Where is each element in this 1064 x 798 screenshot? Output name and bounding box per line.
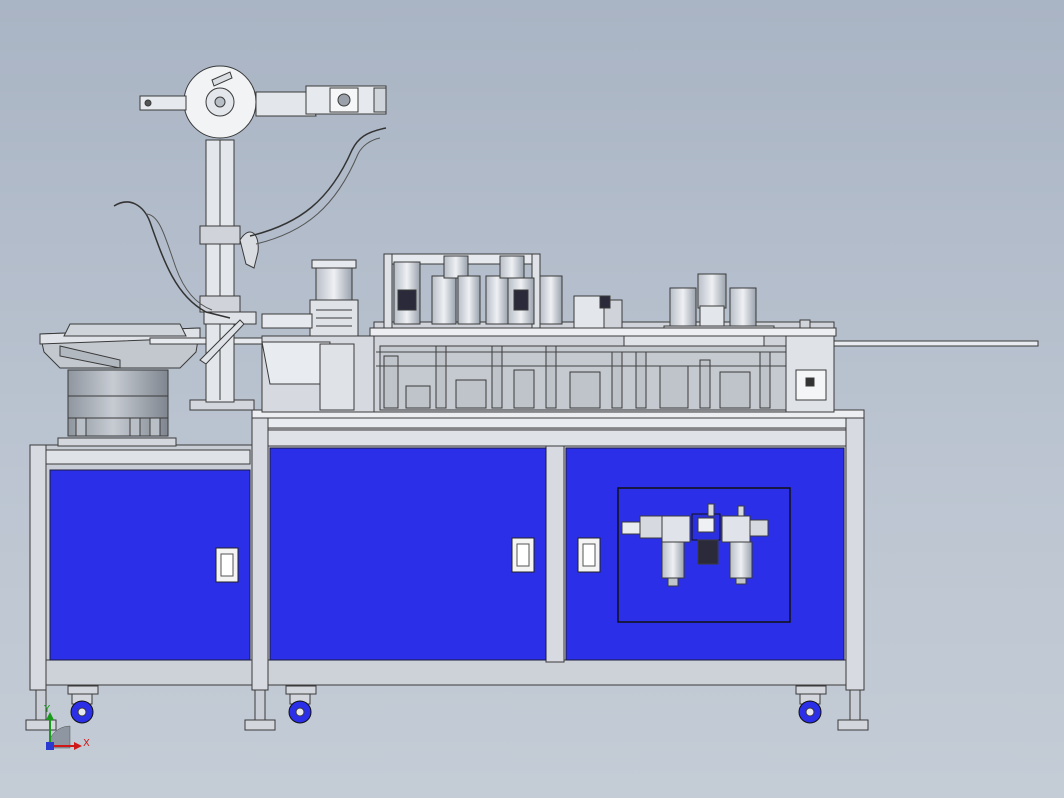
reel-tower — [139, 65, 387, 411]
caster-wheel-icon — [285, 685, 317, 724]
guide-wire-left — [113, 201, 231, 319]
vibratory-bowl-feeder — [39, 323, 201, 447]
air-filter-regulator-unit — [617, 487, 791, 623]
guide-wire-upper — [249, 127, 387, 237]
leveling-foot — [25, 689, 57, 731]
press-station — [261, 259, 359, 337]
triad-y-label: Y — [43, 704, 51, 715]
caster-wheel-icon — [795, 685, 827, 724]
leveling-foot — [837, 689, 869, 731]
door-handle-icon[interactable] — [577, 537, 601, 573]
coordinate-triad-icon[interactable]: Y X — [43, 704, 90, 750]
door-handle-icon[interactable] — [215, 547, 239, 583]
leveling-foot — [244, 689, 276, 731]
lower-mechanism — [376, 345, 830, 409]
triad-x-label: X — [83, 738, 90, 749]
main-rail — [369, 327, 837, 337]
cylinder-bank-1 — [393, 255, 563, 325]
door-panel-center[interactable] — [269, 447, 547, 661]
output-chute — [833, 340, 1039, 347]
guide-wire-upper-inner — [255, 137, 381, 245]
caster-wheel-icon — [67, 685, 99, 724]
cylinder-bank-2 — [663, 273, 775, 337]
guide-wire-left-inner — [145, 213, 213, 311]
door-handle-icon[interactable] — [511, 537, 535, 573]
output-station — [785, 319, 835, 413]
